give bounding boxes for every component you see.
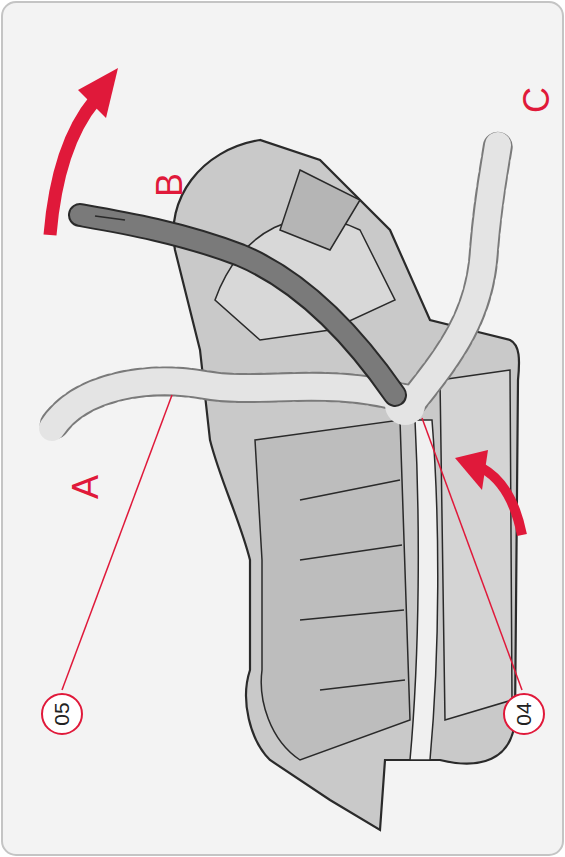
strap-slot — [410, 420, 438, 760]
strap-position-c — [410, 145, 498, 405]
strap-position-a — [52, 381, 410, 428]
motion-arrow — [482, 468, 522, 535]
motion-arrow — [455, 450, 488, 490]
strap-position-b — [80, 215, 395, 395]
body-panel — [255, 420, 410, 760]
motion-arrow — [78, 68, 118, 118]
body-ridge — [300, 480, 405, 690]
leader-line — [422, 418, 522, 690]
position-letter: B — [150, 165, 190, 205]
strap-position-a — [52, 381, 410, 428]
motion-arrow — [50, 100, 95, 235]
callout-number: 04 — [503, 693, 545, 735]
callout-number: 05 — [41, 693, 83, 735]
position-letter: C — [517, 80, 557, 120]
strap-position-b — [80, 215, 395, 395]
body-panel — [440, 370, 512, 720]
position-letter: A — [66, 467, 106, 507]
buckle — [280, 170, 360, 250]
strap-position-c — [410, 145, 498, 405]
leader-line — [62, 395, 172, 690]
strap-hole — [95, 216, 125, 220]
